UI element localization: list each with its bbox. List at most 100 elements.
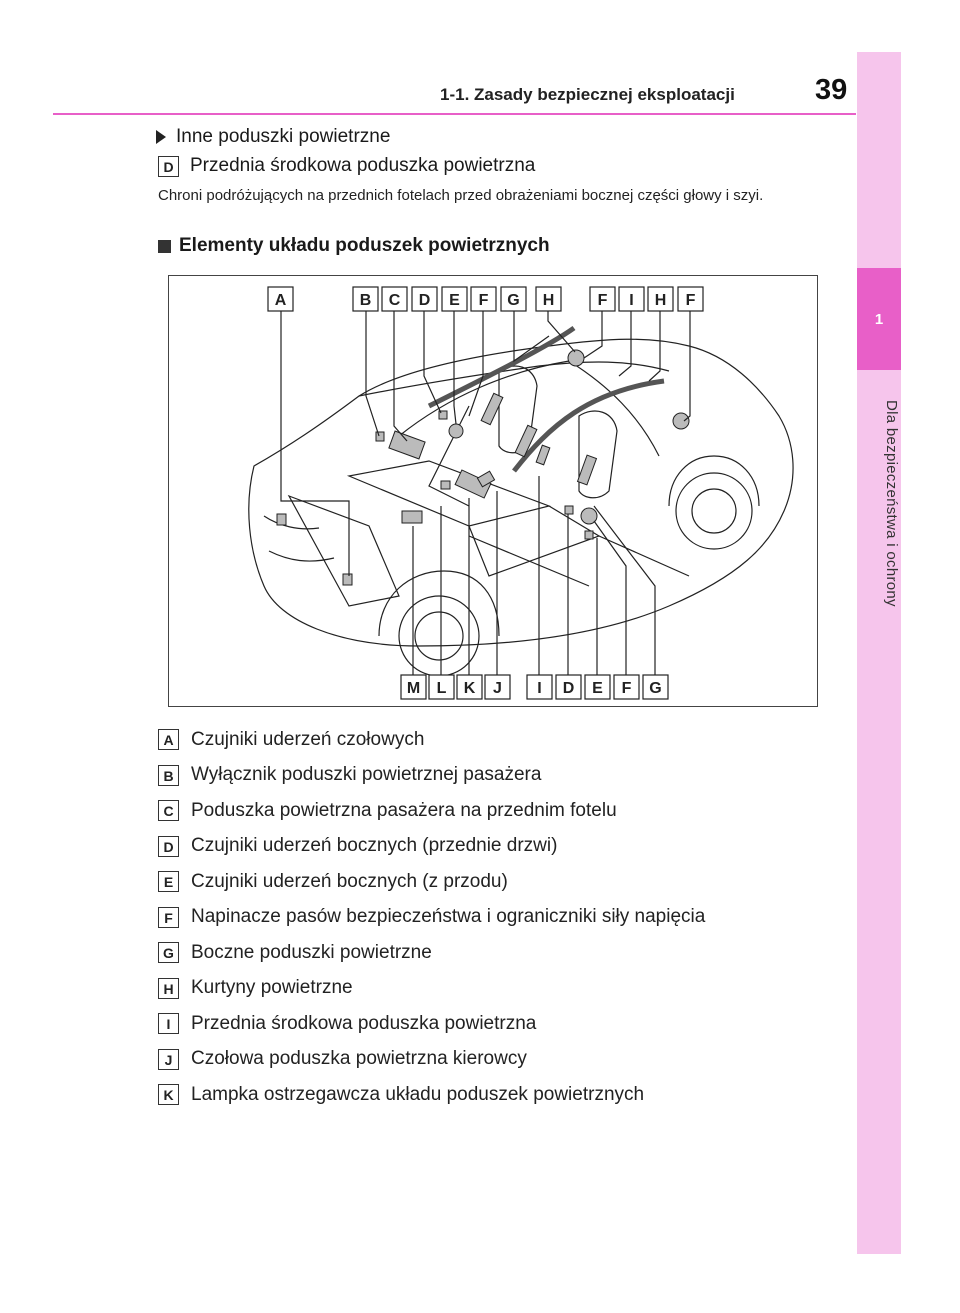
top-label-box: G	[500, 286, 527, 312]
svg-text:I: I	[537, 680, 541, 697]
leader-line	[453, 311, 457, 425]
bottom-label-box: L	[428, 674, 455, 700]
legend-text: Czujniki uderzeń bocznych (przednie drzw…	[191, 835, 558, 857]
chapter-number: 1	[874, 310, 884, 328]
svg-text:A: A	[275, 292, 287, 309]
legend-item: I Przednia środkowa poduszka powietrzna	[158, 1006, 838, 1042]
legend-item: D Czujniki uderzeń bocznych (przednie drz…	[158, 829, 838, 865]
svg-text:E: E	[592, 680, 603, 697]
legend-text: Czujniki uderzeń czołowych	[191, 728, 425, 750]
leader-line	[280, 311, 350, 576]
car-outline	[248, 325, 794, 677]
intro-bullet-text: Inne poduszki powietrzne	[176, 126, 391, 147]
leader-line	[393, 311, 408, 442]
top-label-box: C	[381, 286, 408, 312]
svg-text:G: G	[507, 292, 519, 309]
leader-line	[468, 311, 484, 417]
legend-item: J Czołowa poduszka powietrzna kierowcy	[158, 1042, 838, 1078]
top-label-box: B	[352, 286, 379, 312]
intro-bullet: Inne poduszki powietrzne	[156, 126, 390, 148]
leader-line	[547, 311, 576, 353]
legend-letter-box: E	[158, 871, 179, 893]
header-divider	[53, 113, 856, 115]
top-label-box: D	[411, 286, 438, 312]
top-label-box: E	[441, 286, 468, 312]
legend-letter-box: J	[158, 1048, 179, 1070]
legend-text: Wyłącznik poduszki powietrznej pasażera	[191, 764, 542, 786]
svg-text:F: F	[622, 680, 632, 697]
svg-text:M: M	[407, 680, 420, 697]
legend-item: F Napinacze pasów bezpieczeństwa i ograni…	[158, 900, 838, 936]
leader-line	[583, 311, 603, 359]
top-label-box: A	[267, 286, 294, 312]
top-label-box: F	[470, 286, 497, 312]
bottom-label-box: K	[456, 674, 483, 700]
legend-text: Przednia środkowa poduszka powietrzna	[191, 1012, 537, 1034]
bottom-label-box: D	[555, 674, 582, 700]
item-letter-box: D	[158, 155, 179, 177]
svg-text:F: F	[598, 292, 608, 309]
chapter-title: Dla bezpieczeństwa i ochrony	[883, 400, 900, 607]
bottom-label-box: M	[400, 674, 427, 700]
components	[276, 349, 690, 586]
legend-text: Czołowa poduszka powietrzna kierowcy	[191, 1048, 527, 1070]
svg-text:J: J	[493, 680, 502, 697]
legend-letter-box: G	[158, 942, 179, 964]
leader-line	[513, 311, 550, 363]
legend-letter-box: C	[158, 800, 179, 822]
legend-letter-box: D	[158, 835, 179, 857]
intro-item: D Przednia środkowa poduszka powietrzna	[158, 155, 535, 177]
legend-item: A Czujniki uderzeń czołowych	[158, 722, 838, 758]
legend-item: B Wyłącznik poduszki powietrznej pasażera	[158, 758, 838, 794]
svg-text:H: H	[543, 292, 555, 309]
square-bullet-icon	[158, 239, 171, 253]
top-label-box: H	[647, 286, 674, 312]
legend-item: H Kurtyny powietrzne	[158, 971, 838, 1007]
legend-text: Boczne poduszki powietrzne	[191, 941, 432, 963]
top-label-box: F	[589, 286, 616, 312]
page-number: 39	[815, 74, 848, 106]
svg-text:B: B	[360, 292, 372, 309]
svg-text:E: E	[449, 292, 460, 309]
svg-text:L: L	[437, 680, 447, 697]
leader-line	[423, 311, 442, 414]
leader-line	[593, 520, 627, 675]
legend-text: Kurtyny powietrzne	[191, 977, 353, 999]
bottom-label-box: J	[484, 674, 511, 700]
legend-letter-box: A	[158, 729, 179, 751]
side-strip	[857, 52, 901, 1254]
legend-item: G Boczne poduszki powietrzne	[158, 935, 838, 971]
svg-text:F: F	[479, 292, 489, 309]
intro-description: Chroni podróżujących na przednich fotela…	[158, 187, 764, 204]
svg-text:C: C	[389, 292, 401, 309]
bottom-label-box: G	[642, 674, 669, 700]
legend-text: Lampka ostrzegawcza układu poduszek powi…	[191, 1083, 645, 1105]
legend-letter-box: B	[158, 764, 179, 786]
svg-text:D: D	[563, 680, 575, 697]
legend-text: Napinacze pasów bezpieczeństwa i ogranic…	[191, 906, 706, 928]
leader-lines	[280, 311, 691, 675]
intro-item-label: Przednia środkowa poduszka powietrzna	[190, 155, 536, 176]
top-label-box: F	[677, 286, 704, 312]
chapter-tab[interactable]: 1	[857, 268, 901, 370]
leader-line	[683, 311, 691, 422]
bottom-label-box: I	[526, 674, 553, 700]
section-heading: Elementy układu poduszek powietrznych	[158, 235, 550, 257]
svg-text:F: F	[686, 292, 696, 309]
bottom-label-box: F	[613, 674, 640, 700]
legend-letter-box: F	[158, 906, 179, 928]
legend-text: Czujniki uderzeń bocznych (z przodu)	[191, 870, 508, 892]
legend-letter-box: I	[158, 1013, 179, 1035]
top-label-box: I	[618, 286, 645, 312]
svg-text:D: D	[419, 292, 431, 309]
legend-item: E Czujniki uderzeń bocznych (z przodu)	[158, 864, 838, 900]
section-title: 1-1. Zasady bezpiecznej eksploatacji	[440, 85, 735, 104]
top-label-box: H	[535, 286, 562, 312]
legend-letter-box: H	[158, 977, 179, 999]
leader-line	[593, 505, 656, 675]
